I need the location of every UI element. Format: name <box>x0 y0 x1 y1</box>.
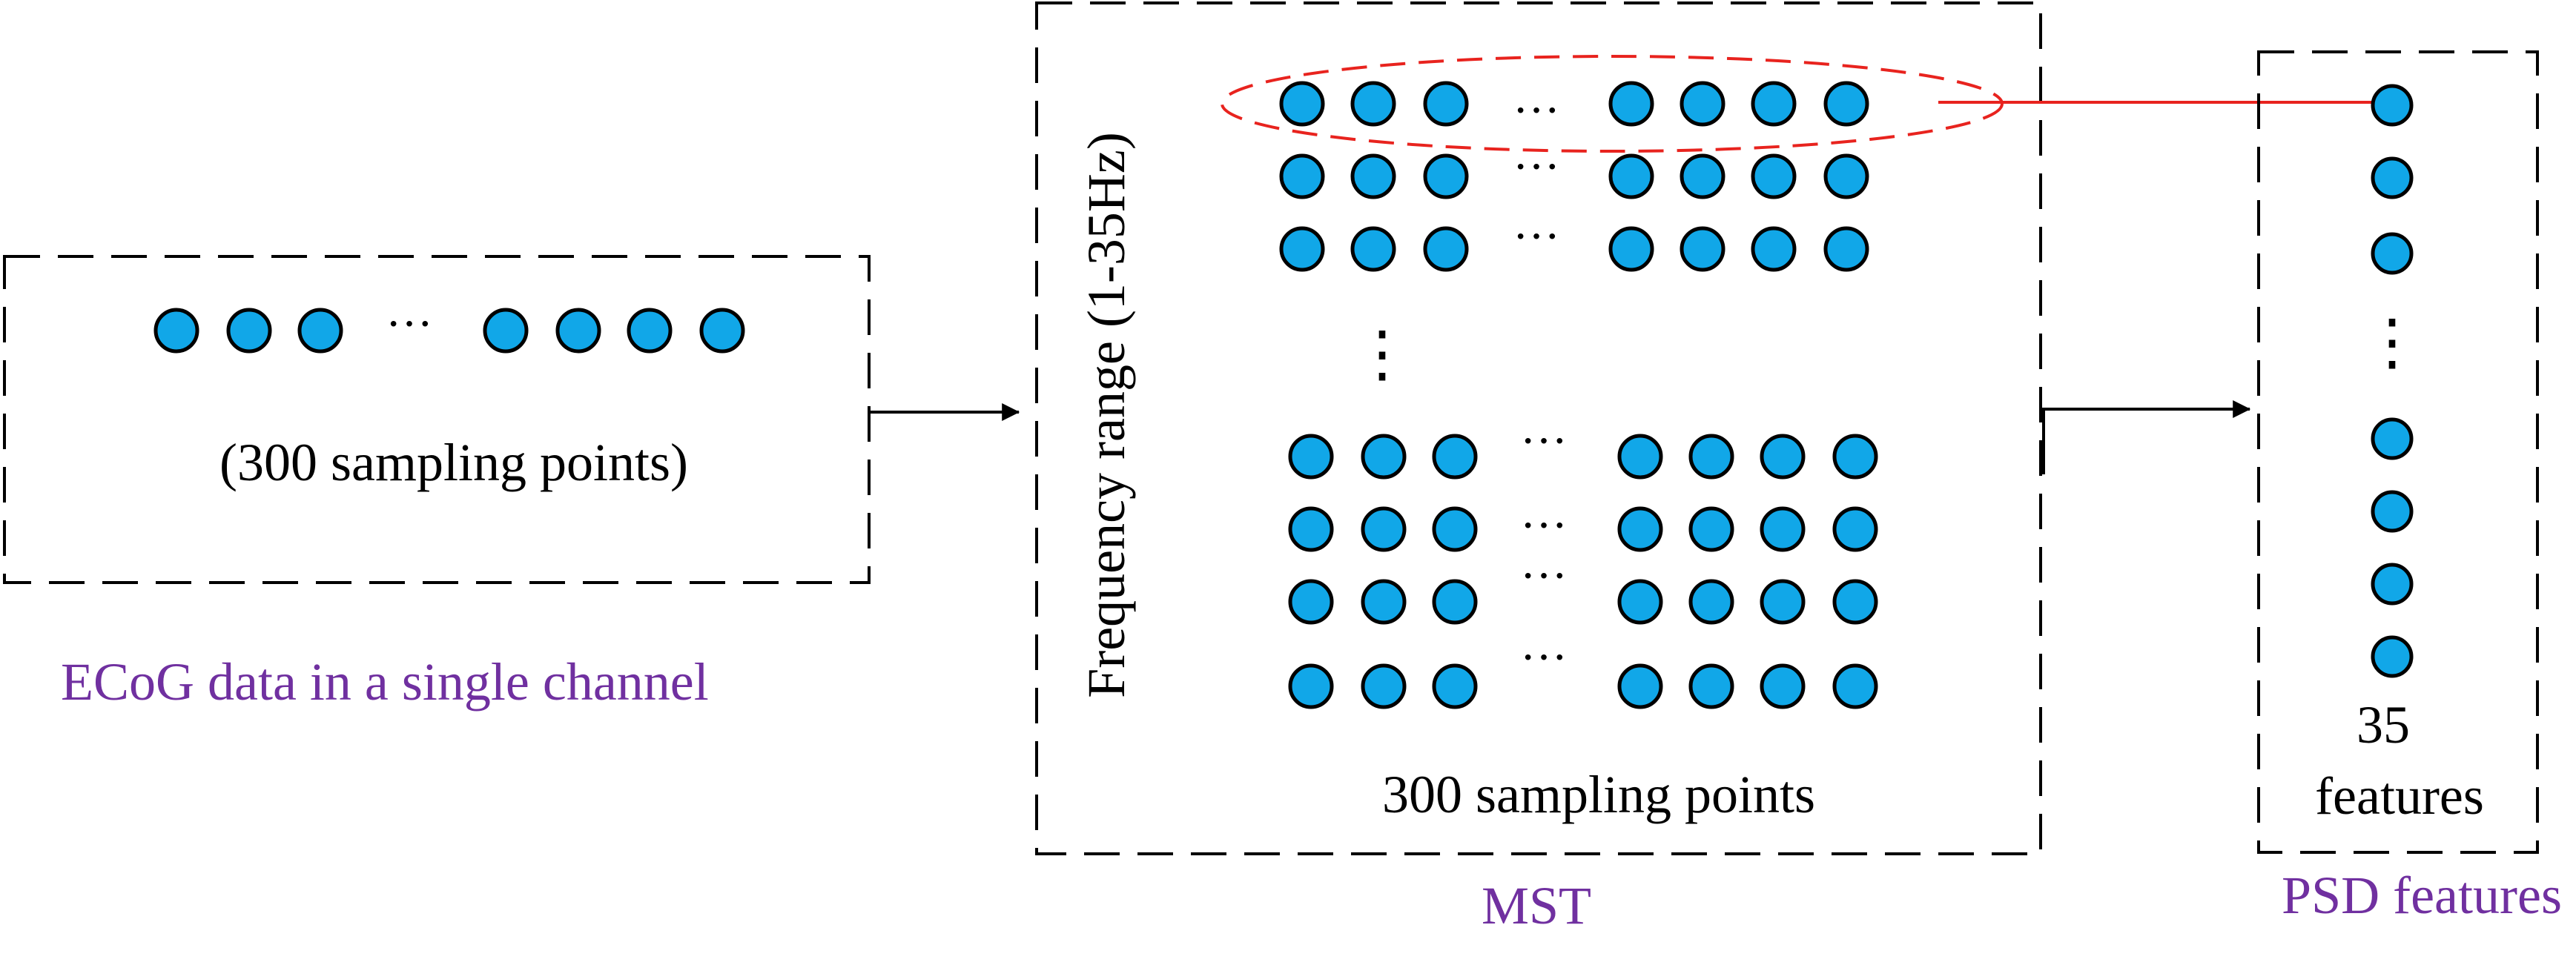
psd-feature-dot <box>2371 490 2414 533</box>
mst-sampling-points-label: 300 sampling points <box>1382 765 1815 824</box>
mst-matrix-dot <box>1823 153 1869 199</box>
mst-row-ellipsis-3: ··· <box>1513 210 1560 262</box>
ecog-sample-dot <box>297 308 343 354</box>
mst-matrix-dot <box>1617 579 1663 625</box>
mst-matrix-dot <box>1432 663 1478 709</box>
frequency-range-label: Frequency range (1-35Hz) <box>1077 132 1136 698</box>
psd-panel-caption: PSD features <box>2282 866 2562 925</box>
mst-matrix-dot <box>1361 579 1407 625</box>
mst-matrix-dot <box>1432 506 1478 552</box>
mst-matrix-dot <box>1279 81 1325 127</box>
ecog-sample-dot <box>699 308 745 354</box>
psd-feature-count: 35 <box>2357 695 2410 755</box>
psd-column-ellipsis: ⋮ <box>2361 308 2423 377</box>
mst-matrix-dot <box>1350 81 1396 127</box>
mst-matrix-dot <box>1361 663 1407 709</box>
mst-matrix-dot <box>1680 153 1725 199</box>
mst-row-ellipsis-2: ··· <box>1513 140 1560 193</box>
mst-matrix-dot <box>1751 153 1797 199</box>
ecog-sample-dot <box>153 308 199 354</box>
mst-column-ellipsis: ⋮ <box>1351 320 1413 389</box>
mst-row-ellipsis-1: ··· <box>1513 84 1560 136</box>
mst-matrix-dot <box>1432 579 1478 625</box>
mst-matrix-dot <box>1688 434 1734 480</box>
psd-panel-frame <box>2257 50 2539 854</box>
mst-panel-frame <box>1035 1 2042 855</box>
mst-matrix-dot <box>1832 579 1878 625</box>
mst-matrix-dot <box>1832 506 1878 552</box>
mst-matrix-dot <box>1288 506 1334 552</box>
mst-matrix-dot <box>1288 434 1334 480</box>
psd-feature-dots <box>2371 84 2414 678</box>
mst-matrix-dot <box>1288 579 1334 625</box>
mst-matrix-dot <box>1432 434 1478 480</box>
mst-matrix-dot <box>1288 663 1334 709</box>
ecog-panel-frame <box>3 255 871 584</box>
mst-row-ellipsis-7: ··· <box>1520 631 1568 683</box>
mst-matrix-dot <box>1680 226 1725 272</box>
psd-panel: ⋮ 35 features <box>2257 50 2539 854</box>
mst-matrix-dot <box>1823 81 1869 127</box>
mst-matrix-dot <box>1688 663 1734 709</box>
ecog-sample-dot <box>555 308 601 354</box>
mst-matrix-dot <box>1350 153 1396 199</box>
mst-matrix-dot <box>1688 506 1734 552</box>
mst-matrix-dot <box>1608 153 1654 199</box>
mst-row-ellipsis-5: ··· <box>1520 499 1568 551</box>
mst-matrix-dot <box>1617 506 1663 552</box>
ecog-sample-dots <box>153 308 745 354</box>
mst-matrix-dot <box>1423 226 1469 272</box>
psd-feature-dot <box>2371 563 2414 606</box>
mst-matrix-dot <box>1832 434 1878 480</box>
mst-matrix-dot <box>1361 434 1407 480</box>
mst-panel-caption: MST <box>1482 876 1591 935</box>
mst-to-psd-elbow-arrow <box>2042 400 2251 474</box>
mst-matrix-dot <box>1760 579 1806 625</box>
mst-matrix-dot <box>1760 663 1806 709</box>
mst-panel: Frequency range (1-35Hz) ··· ··· ··· ···… <box>1035 1 2042 855</box>
ecog-dots-ellipsis: ··· <box>386 297 433 350</box>
ecog-panel-caption: ECoG data in a single channel <box>61 652 709 712</box>
ecog-sample-dot <box>483 308 529 354</box>
mst-row-ellipsis-4: ··· <box>1520 414 1568 467</box>
ecog-sample-dot <box>627 308 673 354</box>
mst-matrix-dot <box>1361 506 1407 552</box>
psd-feature-dot <box>2371 156 2414 199</box>
mst-matrix-dot <box>1832 663 1878 709</box>
psd-feature-dot <box>2371 232 2414 275</box>
mst-matrix-dot <box>1751 226 1797 272</box>
mst-matrix-dot <box>1617 434 1663 480</box>
ecog-sample-dot <box>226 308 272 354</box>
mst-matrix-dot <box>1680 81 1725 127</box>
psd-feature-dot <box>2371 84 2414 127</box>
mst-matrix-dot <box>1760 506 1806 552</box>
mst-matrix-dot <box>1823 226 1869 272</box>
psd-feature-dot <box>2371 635 2414 678</box>
mst-row-ellipsis-6: ··· <box>1520 549 1568 602</box>
mst-matrix-dot <box>1688 579 1734 625</box>
mst-matrix-dot <box>1608 81 1654 127</box>
mst-matrix-dot <box>1279 153 1325 199</box>
psd-features-label: features <box>2315 766 2484 826</box>
mst-matrix-dot <box>1617 663 1663 709</box>
ecog-sample-count-label: (300 sampling points) <box>219 433 688 492</box>
psd-feature-dot <box>2371 417 2414 460</box>
mst-matrix-dot <box>1350 226 1396 272</box>
mst-matrix-dot <box>1751 81 1797 127</box>
mst-matrix-dot <box>1608 226 1654 272</box>
mst-matrix-dots <box>1279 81 1878 709</box>
mst-matrix-dot <box>1760 434 1806 480</box>
mst-matrix-dot <box>1423 81 1469 127</box>
ecog-panel: ··· (300 sampling points) <box>3 255 871 584</box>
mst-matrix-dot <box>1279 226 1325 272</box>
mst-matrix-dot <box>1423 153 1469 199</box>
